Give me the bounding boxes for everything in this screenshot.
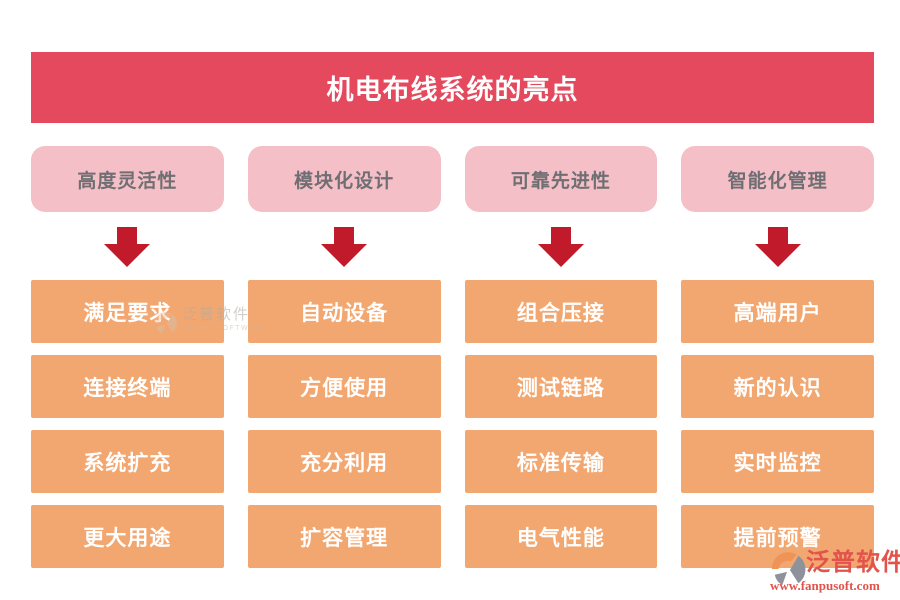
feature-columns: 高度灵活性 满足要求 连接终端 系统扩充 更大用途 模块化设计 自动设备 方便使… bbox=[31, 146, 874, 580]
column-reliability: 可靠先进性 组合压接 测试链路 标准传输 电气性能 bbox=[464, 146, 658, 580]
feature-item: 标准传输 bbox=[464, 430, 658, 493]
feature-item: 高端用户 bbox=[681, 280, 874, 343]
feature-item: 更大用途 bbox=[31, 505, 224, 568]
feature-item: 连接终端 bbox=[31, 355, 224, 418]
feature-item: 自动设备 bbox=[247, 280, 441, 343]
column-header: 高度灵活性 bbox=[31, 146, 224, 212]
column-header: 智能化管理 bbox=[681, 146, 874, 212]
down-arrow-icon bbox=[754, 227, 801, 267]
column-modularity: 模块化设计 自动设备 方便使用 充分利用 扩容管理 bbox=[247, 146, 441, 580]
page-title: 机电布线系统的亮点 bbox=[31, 52, 874, 123]
feature-item: 电气性能 bbox=[464, 505, 658, 568]
feature-item: 组合压接 bbox=[464, 280, 658, 343]
down-arrow-icon bbox=[104, 227, 151, 267]
column-intelligence: 智能化管理 高端用户 新的认识 实时监控 提前预警 bbox=[681, 146, 874, 580]
down-arrow-icon bbox=[537, 227, 584, 267]
watermark-url: www.fanpusoft.com bbox=[770, 578, 880, 593]
feature-item: 系统扩充 bbox=[31, 430, 224, 493]
feature-item: 扩容管理 bbox=[247, 505, 441, 568]
column-header: 可靠先进性 bbox=[464, 146, 658, 212]
column-flexibility: 高度灵活性 满足要求 连接终端 系统扩充 更大用途 bbox=[31, 146, 224, 580]
column-header: 模块化设计 bbox=[247, 146, 441, 212]
feature-item: 新的认识 bbox=[681, 355, 874, 418]
feature-item: 方便使用 bbox=[247, 355, 441, 418]
down-arrow-icon bbox=[321, 227, 368, 267]
feature-item: 提前预警 bbox=[681, 505, 874, 568]
feature-item: 满足要求 bbox=[31, 280, 224, 343]
feature-item: 实时监控 bbox=[681, 430, 874, 493]
feature-item: 测试链路 bbox=[464, 355, 658, 418]
feature-item: 充分利用 bbox=[247, 430, 441, 493]
